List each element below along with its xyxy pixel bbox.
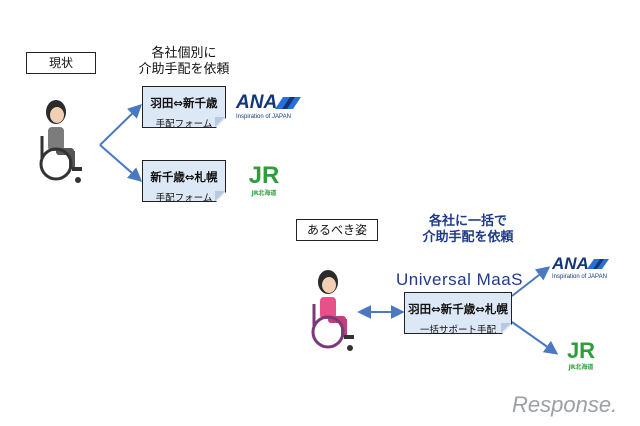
ideal-caption-line2: 介助手配を依頼 [422,230,514,245]
ana-logo-mark: ANA [552,254,589,273]
form-box-haneda-shinchitose: 羽田⇔新千歳 手配フォーム [142,86,226,128]
arrow-to-box2 [99,144,143,182]
arrow-to-ana [511,266,551,297]
form-box-label: 一括サポート手配 [419,325,496,336]
wheelchair-user-icon [39,100,82,183]
ana-logo-tagline: Inspiration of JAPAN [552,274,607,280]
form-box-route: 新千歳⇔札幌 [150,170,218,184]
arrow-to-box1 [99,104,143,146]
form-box-label: 手配フォーム [155,193,213,204]
page-fold-icon [215,117,225,127]
jr-logo: JR JR北海道 [560,340,602,374]
ideal-caption: 各社に一括で 介助手配を依頼 [412,214,524,246]
wheelchair-user-pink-icon [311,270,354,351]
ana-logo: ANA Inspiration of JAPAN [236,92,306,126]
ana-logo-tagline: Inspiration of JAPAN [236,114,291,120]
ana-stripes-icon [275,97,302,109]
ana-logo-mark: ANA [236,92,278,113]
form-box-route: 羽田⇔新千歳 [150,96,218,110]
page-fold-icon [501,323,511,333]
form-box-label: 手配フォーム [155,119,213,130]
ideal-caption-line1: 各社に一括で [428,214,507,229]
response-watermark: Response. [512,392,618,417]
page-fold-icon [215,191,225,201]
ana-stripes-icon [586,259,609,269]
section-label-ideal: あるべき姿 [296,219,378,241]
jr-logo-caption: JR北海道 [251,190,277,197]
form-box-route: 羽田⇔新千歳⇔札幌 [408,302,508,316]
ana-logo: ANA Inspiration of JAPAN [552,254,622,284]
universal-maas-title: Universal MaaS [396,270,523,289]
jr-logo: JR JR北海道 [242,164,286,200]
section-label-current: 現状 [26,52,96,74]
form-box-integrated: 羽田⇔新千歳⇔札幌 一括サポート手配 [404,292,512,334]
arrow-to-jr [511,321,559,355]
jr-logo-mark: JR [248,162,280,189]
jr-logo-caption: JR北海道 [568,364,594,371]
current-caption-line1: 各社個別に [151,46,217,61]
form-box-shinchitose-sapporo: 新千歳⇔札幌 手配フォーム [142,160,226,202]
jr-logo-mark: JR [566,338,596,363]
current-caption: 各社個別に 介助手配を依頼 [132,46,236,78]
current-caption-line2: 介助手配を依頼 [138,62,230,77]
